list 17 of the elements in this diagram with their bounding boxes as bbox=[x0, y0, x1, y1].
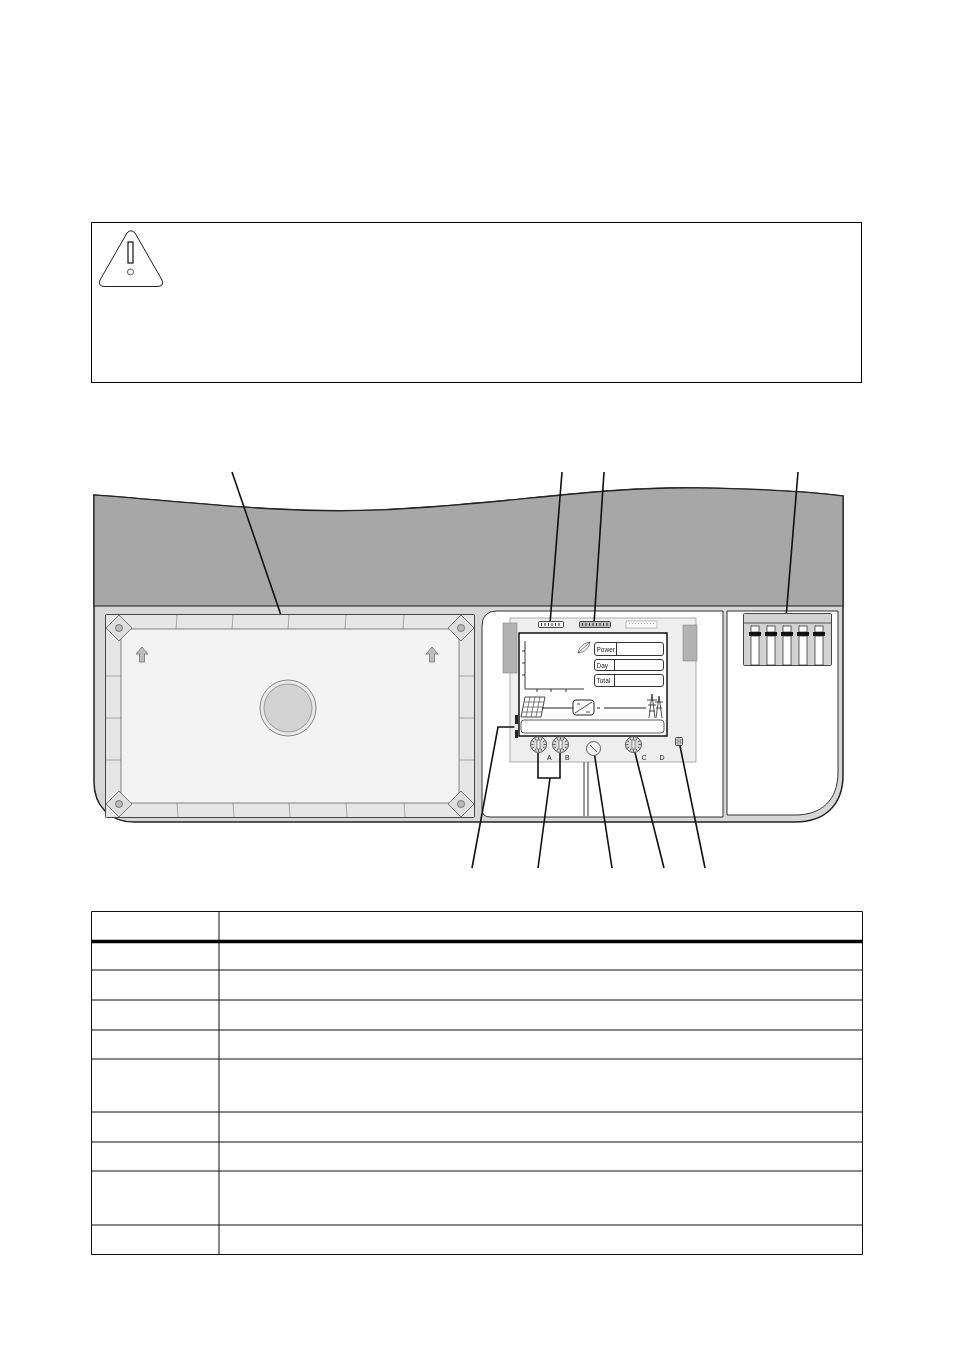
rotary-switch bbox=[551, 736, 569, 753]
leader-line bbox=[549, 471, 563, 622]
leader-line bbox=[537, 752, 561, 869]
leader-line bbox=[679, 745, 706, 869]
leader-line bbox=[471, 726, 516, 869]
leader-line bbox=[785, 471, 799, 614]
leader-line bbox=[634, 751, 665, 869]
terminal-block bbox=[743, 613, 832, 666]
slotted-knob bbox=[586, 741, 601, 756]
rotary-switch bbox=[624, 736, 642, 753]
leader-line bbox=[593, 471, 605, 622]
leader-line bbox=[231, 471, 282, 615]
rotary-switch bbox=[529, 736, 547, 753]
small-switch bbox=[675, 737, 683, 746]
cover-plate bbox=[105, 614, 475, 818]
slot-marker bbox=[514, 715, 518, 738]
leader-line bbox=[593, 754, 613, 869]
